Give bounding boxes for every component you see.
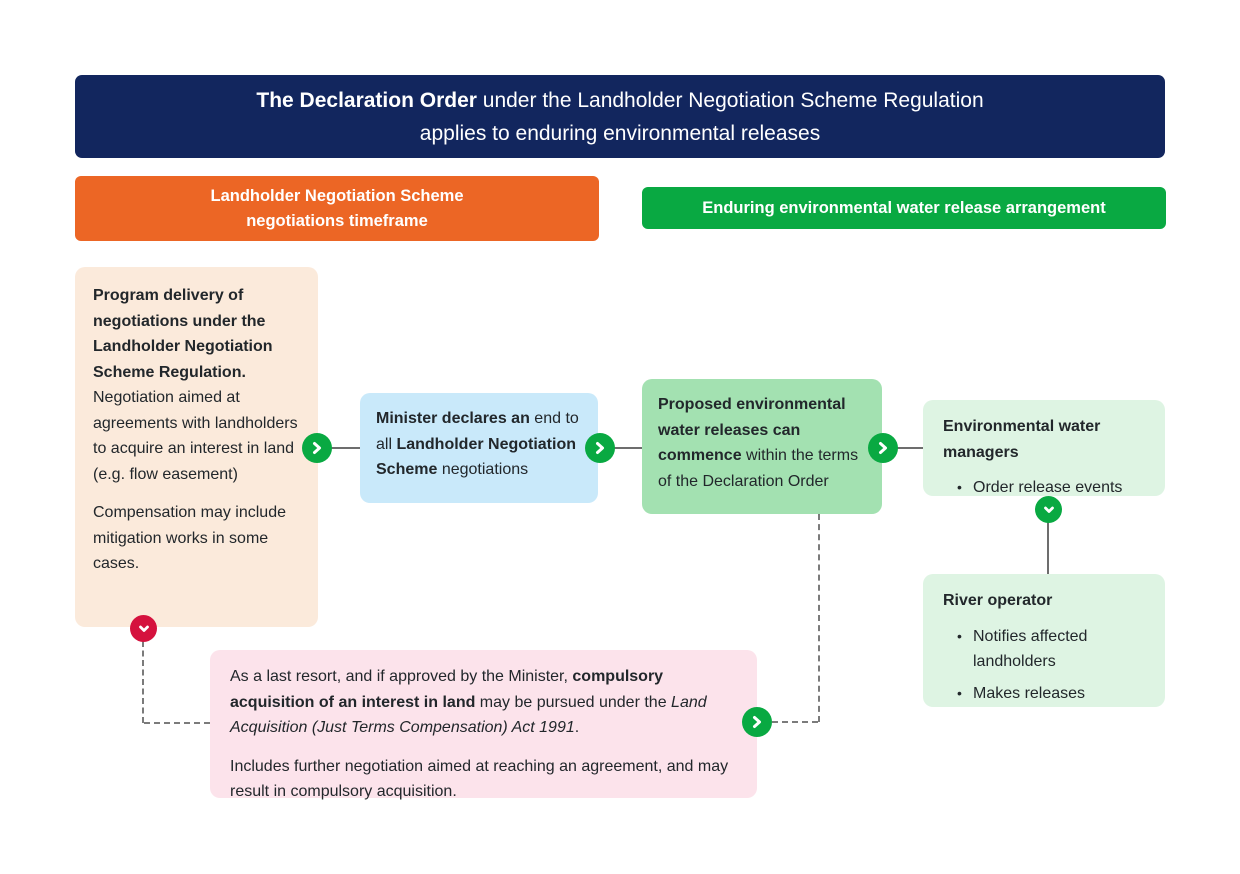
bullet-item: •Makes releases	[957, 684, 1086, 702]
river-operator-bullets: •Notifies affected landholders •Makes rel…	[943, 624, 1145, 707]
compulsory-acquisition-box: As a last resort, and if approved by the…	[210, 650, 757, 800]
program-delivery-paragraph-2: Compensation may include mitigation work…	[93, 504, 286, 572]
flow-arrow-program-to-minister	[302, 433, 332, 463]
river-operator-box: River operator •Notifies affected landho…	[923, 574, 1165, 707]
connector-managers-to-river	[1047, 510, 1049, 574]
flow-arrow-acquisition-link	[742, 707, 772, 737]
chevron-down-icon	[1042, 503, 1056, 517]
dashed-connector-program-to-acquisition-vertical	[142, 641, 144, 723]
compulsory-acquisition-paragraph-2: Includes further negotiation aimed at re…	[230, 757, 729, 801]
chevron-down-icon	[137, 622, 151, 636]
releases-commence-box: Proposed environmental water releases ca…	[642, 379, 882, 514]
title-line-2: applies to enduring environmental releas…	[419, 121, 821, 145]
connector-program-to-minister	[318, 447, 360, 449]
compulsory-acquisition-paragraph-1: As a last resort, and if approved by the…	[230, 668, 707, 736]
bullet-item: •Order release events	[957, 479, 1123, 496]
connector-minister-to-releases	[598, 447, 642, 449]
dashed-connector-releases-to-acquisition-vertical	[818, 514, 820, 722]
flow-arrow-minister-to-releases	[585, 433, 615, 463]
minister-declaration-box: Minister declares an end to all Landhold…	[360, 393, 598, 503]
connector-releases-to-managers	[882, 447, 923, 449]
bullet-item: •Notifies affected landholders	[957, 627, 1088, 671]
flow-arrow-managers-down	[1035, 496, 1062, 523]
river-operator-heading: River operator	[943, 592, 1053, 609]
lns-timeframe-badge: Landholder Negotiation Scheme negotiatio…	[75, 176, 599, 241]
program-delivery-paragraph-1: Program delivery of negotiations under t…	[93, 287, 298, 483]
lns-timeframe-line-1: Landholder Negotiation Scheme	[210, 186, 464, 205]
chevron-right-icon	[749, 714, 765, 730]
minister-declaration-text: Minister declares an end to all Landhold…	[376, 410, 579, 478]
dashed-connector-program-to-acquisition-horizontal	[144, 722, 210, 724]
program-delivery-box: Program delivery of negotiations under t…	[75, 267, 318, 627]
enduring-arrangement-label: Enduring environmental water release arr…	[702, 198, 1106, 217]
environmental-water-managers-bullets: •Order release events	[943, 475, 1145, 501]
chevron-right-icon	[875, 440, 891, 456]
flow-arrow-program-down	[130, 615, 157, 642]
releases-commence-text: Proposed environmental water releases ca…	[658, 396, 859, 490]
environmental-water-managers-box: Environmental water managers •Order rele…	[923, 400, 1165, 496]
dashed-connector-releases-to-acquisition-horizontal	[772, 721, 818, 723]
enduring-arrangement-badge: Enduring environmental water release arr…	[642, 187, 1166, 229]
title-line-1: The Declaration Order under the Landhold…	[256, 88, 984, 112]
chevron-right-icon	[592, 440, 608, 456]
environmental-water-managers-heading: Environmental water managers	[943, 418, 1101, 461]
title-banner: The Declaration Order under the Landhold…	[75, 75, 1165, 158]
chevron-right-icon	[309, 440, 325, 456]
lns-timeframe-line-2: negotiations timeframe	[246, 211, 428, 230]
flow-arrow-releases-to-managers	[868, 433, 898, 463]
